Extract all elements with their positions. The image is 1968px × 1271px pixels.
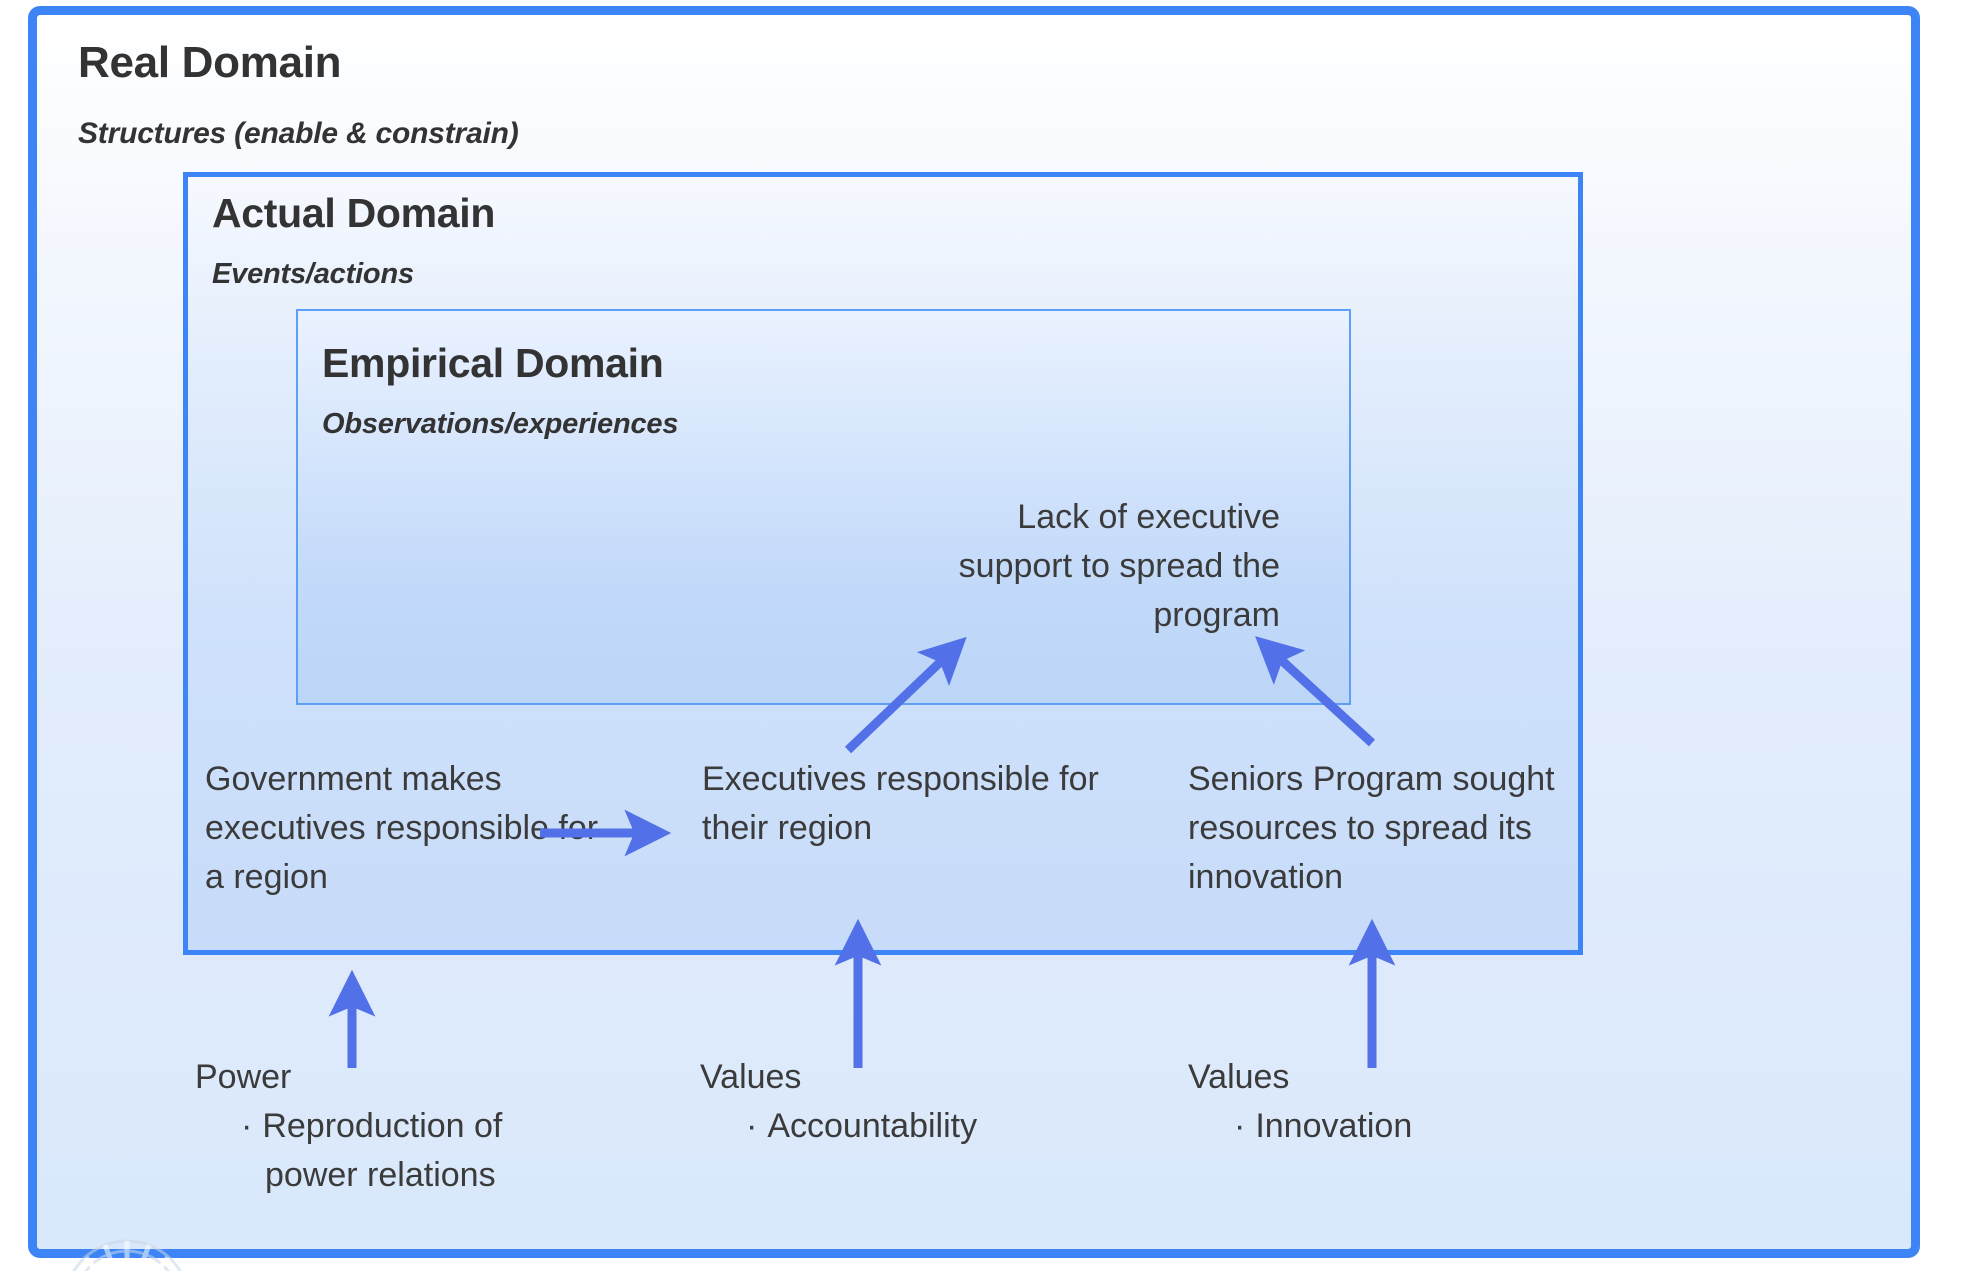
mechanism-power-list: ·Reproduction of power relations [195, 1102, 595, 1200]
actual-domain-subtitle: Events/actions [212, 258, 414, 290]
real-domain-subtitle: Structures (enable & constrain) [78, 117, 519, 150]
actual-domain-title: Actual Domain [212, 190, 496, 236]
empirical-domain-subtitle: Observations/experiences [322, 408, 679, 440]
event-government-text: Government makes executives responsible … [205, 760, 599, 896]
event-seniors-text: Seniors Program sought resources to spre… [1188, 760, 1555, 896]
mechanism-values-innovation-list: ·Innovation [1188, 1102, 1588, 1151]
mechanism-values-accountability: Values ·Accountability [700, 1053, 1100, 1151]
bullet-icon: · [746, 1107, 758, 1145]
bullet-icon: · [241, 1107, 253, 1145]
mechanism-power-item: Reproduction of power relations [262, 1107, 503, 1194]
mechanism-values-innovation: Values ·Innovation [1188, 1053, 1588, 1151]
list-item: ·Innovation [1210, 1102, 1588, 1151]
mechanism-values-accountability-label: Values [700, 1058, 802, 1096]
list-item: ·Reproduction of power relations [217, 1102, 595, 1200]
event-executives-text: Executives responsible for their region [702, 760, 1099, 847]
bullet-icon: · [1234, 1107, 1246, 1145]
mechanism-values-accountability-item: Accountability [767, 1107, 978, 1145]
mechanism-power: Power ·Reproduction of power relations [195, 1053, 595, 1200]
empirical-domain-title: Empirical Domain [322, 340, 664, 386]
mechanism-values-accountability-list: ·Accountability [700, 1102, 1100, 1151]
mechanism-values-innovation-label: Values [1188, 1058, 1290, 1096]
empirical-observation-text: Lack of executive support to spread the … [958, 498, 1280, 634]
watermark-logo [72, 1239, 182, 1271]
mechanism-values-innovation-item: Innovation [1255, 1107, 1413, 1145]
list-item: ·Accountability [722, 1102, 1100, 1151]
real-domain-title: Real Domain [78, 38, 342, 87]
mechanism-power-label: Power [195, 1058, 292, 1096]
empirical-domain-box [296, 309, 1351, 705]
